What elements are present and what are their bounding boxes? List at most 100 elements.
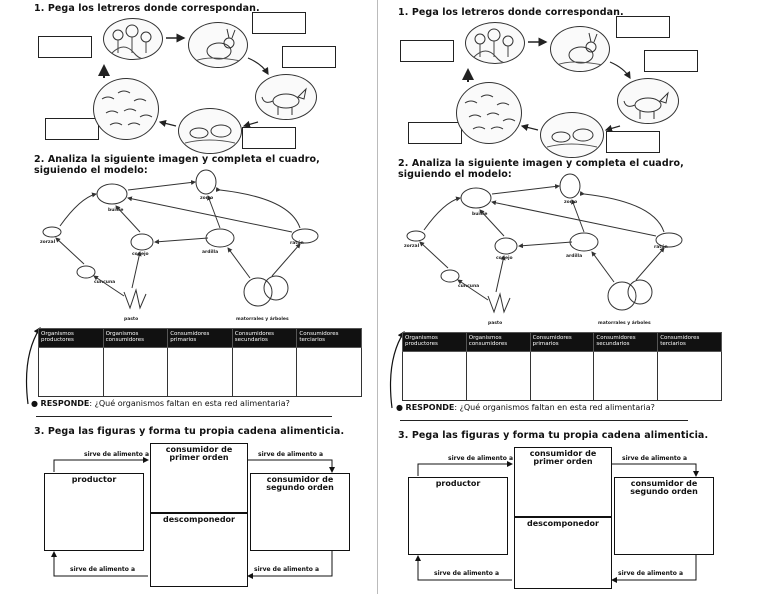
section2-heading: 2. Analiza la siguiente imagen y complet…: [398, 158, 684, 180]
curved-arrow: [389, 330, 405, 409]
table-cell[interactable]: [465, 351, 531, 401]
animal-label: matorrales y árboles: [236, 317, 289, 322]
descomponedor-label: descomponedor: [527, 519, 599, 528]
table-header: Consumidores terciarios: [296, 328, 362, 348]
label-slot[interactable]: [400, 40, 454, 62]
table-cell[interactable]: [657, 351, 722, 401]
animal-label: zorzal: [404, 244, 420, 249]
arrow-label: sirve de alimento a: [258, 451, 323, 458]
chain-arrows: [415, 461, 699, 583]
descomponedor-label: descomponedor: [163, 515, 235, 524]
section1-heading: 1. Pega los letreros donde correspondan.: [398, 7, 624, 18]
answer-line[interactable]: [36, 416, 332, 417]
arrow-label: sirve de alimento a: [434, 570, 499, 577]
rabbit-icon: [194, 28, 242, 62]
table-cell[interactable]: [102, 347, 169, 397]
chain-arrows: [51, 457, 335, 579]
label-slot[interactable]: [252, 12, 306, 34]
label-slot[interactable]: [616, 16, 670, 38]
table-header: Organismos productores: [38, 328, 104, 348]
decomposers-icon: [101, 90, 153, 126]
fox-illustration: [617, 78, 679, 124]
animal-label: pasto: [124, 317, 139, 322]
cycle-arrows: [98, 33, 269, 128]
plants-illustration: [465, 22, 525, 64]
cycle-arrows: [462, 37, 631, 132]
table-header: Consumidores secundarios: [593, 332, 659, 352]
animal-label: ratón: [290, 241, 304, 246]
animal-label: conejo: [496, 256, 513, 261]
responde-question: ● RESPONDE: ¿Qué organismos faltan en es…: [396, 403, 655, 412]
animal-label: buitre: [108, 208, 124, 213]
label-slot[interactable]: [38, 36, 92, 58]
section1-heading: 1. Pega los letreros donde correspondan.: [34, 3, 260, 14]
worksheet-left: 1. Pega los letreros donde correspondan.: [0, 0, 382, 594]
decomposers-illustration: [456, 82, 522, 144]
arrow-label: sirve de alimento a: [618, 570, 683, 577]
animal-label: ardilla: [202, 250, 219, 255]
table-cell[interactable]: [231, 347, 298, 397]
label-slot[interactable]: [45, 118, 99, 140]
table-cell[interactable]: [296, 347, 362, 397]
arrow-label: sirve de alimento a: [70, 566, 135, 573]
responde-question: ● RESPONDE: ¿Qué organismos faltan en es…: [31, 399, 290, 408]
animals-icon: [184, 124, 236, 144]
animal-label: ratón: [654, 245, 668, 250]
arrow-label: sirve de alimento a: [254, 566, 319, 573]
productor-box[interactable]: productor: [408, 477, 508, 555]
label-slot[interactable]: [242, 127, 296, 149]
primer-orden-label: consumidor de primer orden: [165, 445, 233, 462]
arrow-label: sirve de alimento a: [84, 451, 149, 458]
table-cell[interactable]: [38, 347, 104, 397]
arrow-label: sirve de alimento a: [622, 455, 687, 462]
segundo-orden-box[interactable]: consumidor de segundo orden: [614, 477, 714, 555]
table-cell[interactable]: [593, 351, 659, 401]
animal-label: matorrales y árboles: [598, 321, 651, 326]
animal-label: cuncuna: [94, 280, 116, 285]
decomposers-illustration: [93, 78, 159, 140]
descomponedor-box[interactable]: descomponedor: [514, 517, 612, 589]
plants-illustration: [103, 18, 163, 60]
table-cell[interactable]: [402, 351, 467, 401]
label-slot[interactable]: [606, 131, 660, 153]
label-slot[interactable]: [408, 122, 462, 144]
animals-icon: [546, 128, 598, 148]
section3-heading: 3. Pega las figuras y forma tu propia ca…: [34, 426, 345, 437]
segundo-orden-box[interactable]: consumidor de segundo orden: [250, 473, 350, 551]
animals-illustration: [178, 108, 242, 154]
segundo-orden-label: consumidor de segundo orden: [266, 475, 334, 492]
rabbit-icon: [556, 32, 604, 66]
productor-box[interactable]: productor: [44, 473, 144, 551]
responde-label: RESPONDE: [405, 403, 455, 412]
classification-table: Organismos productores Organismos consum…: [38, 328, 362, 397]
label-slot[interactable]: [644, 50, 698, 72]
descomponedor-box[interactable]: descomponedor: [150, 513, 248, 587]
bullet-icon: ●: [31, 399, 38, 408]
section2-heading: 2. Analiza la siguiente imagen y complet…: [34, 154, 320, 176]
rabbit-illustration: [188, 22, 248, 68]
productor-label: productor: [71, 475, 117, 484]
animal-label: buitre: [472, 212, 488, 217]
table-header: Organismos consumidores: [102, 328, 169, 348]
animals-illustration: [540, 112, 604, 158]
food-web-diagram: [406, 173, 683, 314]
animal-label: zorzal: [40, 240, 56, 245]
table-header: Consumidores primarios: [167, 328, 233, 348]
bullet-icon: ●: [396, 403, 403, 412]
fox-illustration: [255, 74, 317, 120]
answer-line[interactable]: [400, 420, 688, 421]
decomposers-icon: [464, 94, 516, 130]
flower-icon: [111, 24, 157, 59]
animal-label: cuncuna: [458, 284, 480, 289]
rabbit-illustration: [550, 26, 610, 72]
primer-orden-box[interactable]: consumidor de primer orden: [150, 443, 248, 513]
section3-heading: 3. Pega las figuras y forma tu propia ca…: [398, 430, 709, 441]
animal-label: pasto: [488, 321, 503, 326]
animal-label: conejo: [132, 252, 149, 257]
table-cell[interactable]: [529, 351, 595, 401]
segundo-orden-label: consumidor de segundo orden: [630, 479, 698, 496]
primer-orden-box[interactable]: consumidor de primer orden: [514, 447, 612, 517]
curved-arrow: [25, 326, 41, 405]
label-slot[interactable]: [282, 46, 336, 68]
page-divider: [377, 0, 378, 594]
